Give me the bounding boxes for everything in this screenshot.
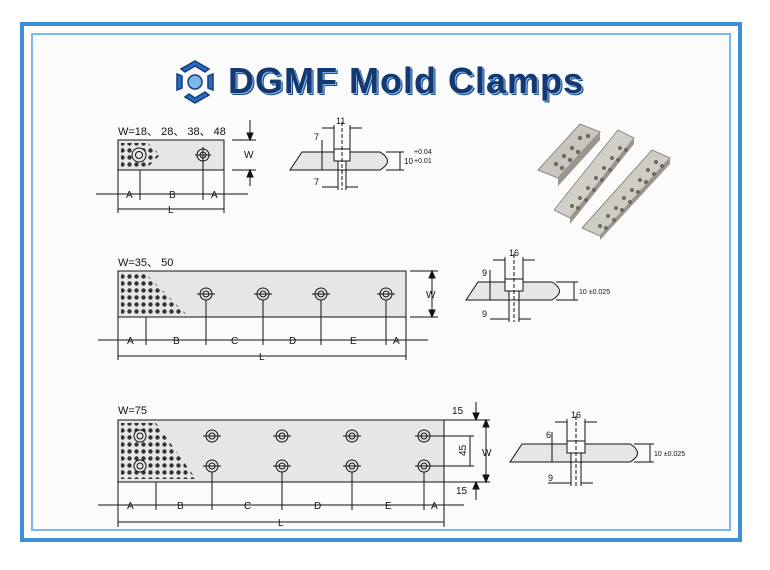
plate-3 <box>98 402 490 527</box>
rotating-arrows-logo-icon <box>176 60 214 104</box>
section-2-d2: 9 <box>482 268 487 278</box>
plate-2-dim-a: A <box>127 336 134 347</box>
section-1-d2: 7 <box>314 132 319 142</box>
plate-3-dim-b: B <box>177 501 184 512</box>
plate-1-dim-b: B <box>169 190 176 201</box>
plate-3-dim-l: L <box>278 518 284 529</box>
plate-1-w-label: W <box>244 150 254 161</box>
section-3 <box>509 416 654 486</box>
plate-3-mid-dim: 45 <box>458 444 469 456</box>
plate-3-dim-a2: A <box>431 501 438 512</box>
section-1-d3: 7 <box>314 177 319 187</box>
section-1-tol-up: +0.04 <box>414 149 432 156</box>
plate-1-dim-a: A <box>126 190 133 201</box>
product-photo <box>537 123 671 240</box>
section-3-d3: 9 <box>548 473 553 483</box>
plate-1-bolt-hole <box>195 147 211 163</box>
plate-3-width-label: W=75 <box>118 405 147 417</box>
section-1 <box>289 122 404 190</box>
plate-3-dim-d: D <box>314 501 321 512</box>
section-2-height: 10 ±0.025 <box>579 289 610 296</box>
plate-3-dim-a: A <box>127 501 134 512</box>
plate-3-dim-e: E <box>385 501 392 512</box>
photo-plate-1 <box>537 123 601 186</box>
plate-2-dim-c: C <box>231 336 238 347</box>
header: DGMF Mold Clamps <box>170 58 610 106</box>
plate-3-dim-c: C <box>244 501 251 512</box>
plate-2-dim-a2: A <box>393 336 400 347</box>
plate-2-dim-e: E <box>350 336 357 347</box>
plate-1-dim-a2: A <box>211 190 218 201</box>
plate-2-dim-d: D <box>289 336 296 347</box>
plate-2-dim-b: B <box>173 336 180 347</box>
plate-2-bolt-holes <box>197 287 395 301</box>
plate-3-w-label: W <box>482 448 492 459</box>
section-2-d1: 16 <box>509 248 519 258</box>
plate-1-dim-l: L <box>168 205 174 216</box>
plate-2 <box>98 269 438 360</box>
section-3-height: 10 ±0.025 <box>654 451 685 458</box>
section-2 <box>465 254 578 322</box>
section-1-d1: 11 <box>336 116 345 126</box>
plate-2-width-label: W=35、 50 <box>118 257 173 269</box>
plate-3-top-dim: 15 <box>452 406 464 417</box>
section-3-d1: 16 <box>571 410 581 420</box>
plate-1 <box>96 120 256 213</box>
plate-3-bolt-holes <box>203 429 433 473</box>
plate-3-bot-dim: 15 <box>456 486 468 497</box>
section-2-d3: 9 <box>482 309 487 319</box>
plate-2-w-label: W <box>426 290 436 301</box>
page-title: DGMF Mold Clamps <box>228 60 584 101</box>
section-1-tol-dn: +0.01 <box>414 158 432 165</box>
plate-2-dim-l: L <box>259 352 265 363</box>
plate-1-width-label: W=18、 28、 38、 48 <box>118 126 226 138</box>
section-1-height: 10 <box>404 157 413 166</box>
section-3-d2: 6 <box>546 430 551 440</box>
